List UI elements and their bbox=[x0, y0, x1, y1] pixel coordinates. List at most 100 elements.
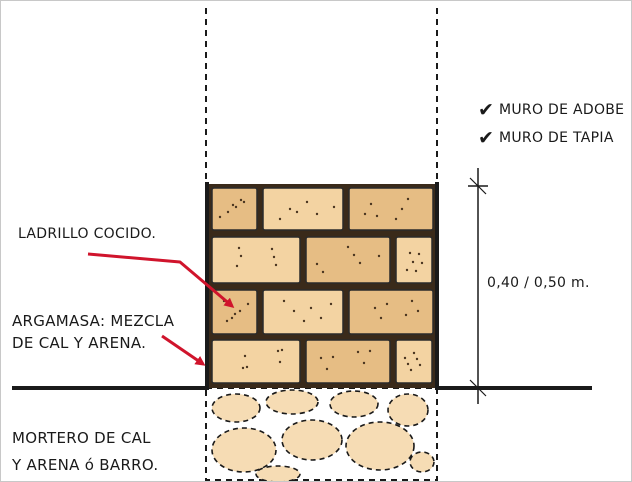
checklist-item-adobe: MURO DE ADOBE bbox=[499, 102, 624, 118]
brick-speckle bbox=[238, 309, 242, 313]
brick-speckle bbox=[408, 251, 412, 255]
brick bbox=[211, 339, 301, 384]
foundation-stone bbox=[345, 421, 415, 471]
brick-speckle bbox=[346, 245, 350, 249]
foundation-stone bbox=[409, 451, 435, 473]
foundation-stone bbox=[211, 427, 277, 473]
brick-speckle bbox=[406, 197, 410, 201]
brick-speckle bbox=[409, 368, 413, 372]
brick-speckle bbox=[234, 205, 238, 209]
check-mark-icon: ✔ bbox=[478, 99, 494, 121]
brick-speckle bbox=[362, 361, 366, 365]
brick-speckle bbox=[235, 264, 239, 268]
foundation-stones bbox=[211, 389, 435, 482]
pointer-arrows bbox=[87, 252, 235, 366]
dimension-label: 0,40 / 0,50 m. bbox=[487, 275, 590, 291]
wall-type-checklist: ✔ MURO DE ADOBE ✔ MURO DE TAPIA bbox=[478, 99, 624, 149]
label-argamasa-line2: DE CAL Y ARENA. bbox=[12, 334, 146, 352]
brick-speckle bbox=[226, 210, 230, 214]
brick bbox=[395, 339, 433, 384]
brick-speckle bbox=[242, 200, 246, 204]
foundation-stone bbox=[329, 390, 379, 418]
brick-speckle bbox=[246, 302, 250, 306]
foundation-stone bbox=[255, 465, 301, 482]
foundation bbox=[205, 387, 438, 482]
brick-speckle bbox=[315, 212, 319, 216]
brick-speckle bbox=[332, 205, 336, 209]
brick-speckle bbox=[239, 254, 243, 258]
brick-speckle bbox=[406, 362, 410, 366]
brick-speckle bbox=[243, 354, 247, 358]
foundation-stone bbox=[387, 393, 429, 427]
check-mark-icon: ✔ bbox=[478, 127, 494, 149]
brick-speckle bbox=[377, 254, 381, 258]
brick-speckle bbox=[280, 348, 284, 352]
arrow-argamasa bbox=[161, 334, 206, 366]
label-argamasa-line1: ARGAMASA: MEZCLA bbox=[12, 312, 175, 330]
brick-speckle bbox=[363, 212, 367, 216]
brick-speckle bbox=[218, 215, 222, 219]
label-ladrillo: LADRILLO COCIDO. bbox=[18, 226, 156, 242]
brick-speckle bbox=[319, 356, 323, 360]
brick-speckle bbox=[358, 261, 362, 265]
brick-speckle bbox=[231, 203, 235, 207]
brick-speckle bbox=[319, 316, 323, 320]
label-mortero-line1: MORTERO DE CAL bbox=[12, 429, 151, 447]
brick-speckle bbox=[237, 246, 241, 250]
brick-speckle bbox=[356, 350, 360, 354]
brick-speckle bbox=[411, 260, 415, 264]
brick bbox=[211, 236, 301, 284]
brick-speckle bbox=[230, 316, 234, 320]
foundation-stone bbox=[211, 393, 261, 423]
brick bbox=[348, 187, 434, 231]
height-dimension: 0,40 / 0,50 m. bbox=[468, 168, 590, 404]
brick-speckle bbox=[276, 349, 280, 353]
brick-speckle bbox=[278, 360, 282, 364]
brick-speckle bbox=[379, 316, 383, 320]
brick-speckle bbox=[417, 252, 421, 256]
brick-speckle bbox=[369, 202, 373, 206]
brick bbox=[262, 289, 344, 335]
brick bbox=[211, 187, 258, 231]
brick-speckle bbox=[239, 198, 243, 202]
brick-speckle bbox=[225, 319, 229, 323]
brick-speckle bbox=[292, 309, 296, 313]
brick bbox=[305, 339, 391, 384]
brick-speckle bbox=[329, 302, 333, 306]
brick-speckle bbox=[278, 217, 282, 221]
brick-speckle bbox=[305, 200, 309, 204]
brick-speckle bbox=[245, 365, 249, 369]
brick bbox=[305, 236, 391, 284]
brick-speckle bbox=[295, 210, 299, 214]
brick-speckle bbox=[394, 217, 398, 221]
brick-speckle bbox=[416, 309, 420, 313]
brick-speckle bbox=[233, 312, 237, 316]
brick-speckle bbox=[414, 269, 418, 273]
brick-speckle bbox=[274, 263, 278, 267]
brick-speckle bbox=[404, 313, 408, 317]
brick-speckle bbox=[418, 363, 422, 367]
brick-speckle bbox=[321, 270, 325, 274]
brick-speckle bbox=[302, 319, 306, 323]
upper-guide-lines bbox=[205, 8, 438, 186]
brick-speckle bbox=[352, 253, 356, 257]
brick-speckle bbox=[282, 299, 286, 303]
brick-speckle bbox=[309, 306, 313, 310]
brick-wall bbox=[205, 182, 439, 390]
label-mortero-line2: Y ARENA ó BARRO. bbox=[11, 456, 158, 474]
brick-speckle bbox=[405, 268, 409, 272]
brick bbox=[262, 187, 344, 231]
brick-speckle bbox=[315, 262, 319, 266]
brick-speckle bbox=[415, 357, 419, 361]
brick-speckle bbox=[420, 261, 424, 265]
brick bbox=[348, 289, 434, 335]
brick-speckle bbox=[410, 299, 414, 303]
brick-speckle bbox=[368, 349, 372, 353]
brick-speckle bbox=[325, 367, 329, 371]
brick-speckle bbox=[385, 302, 389, 306]
brick-speckle bbox=[375, 214, 379, 218]
foundation-stone bbox=[281, 419, 343, 461]
brick-speckle bbox=[241, 366, 245, 370]
brick-speckle bbox=[412, 351, 416, 355]
